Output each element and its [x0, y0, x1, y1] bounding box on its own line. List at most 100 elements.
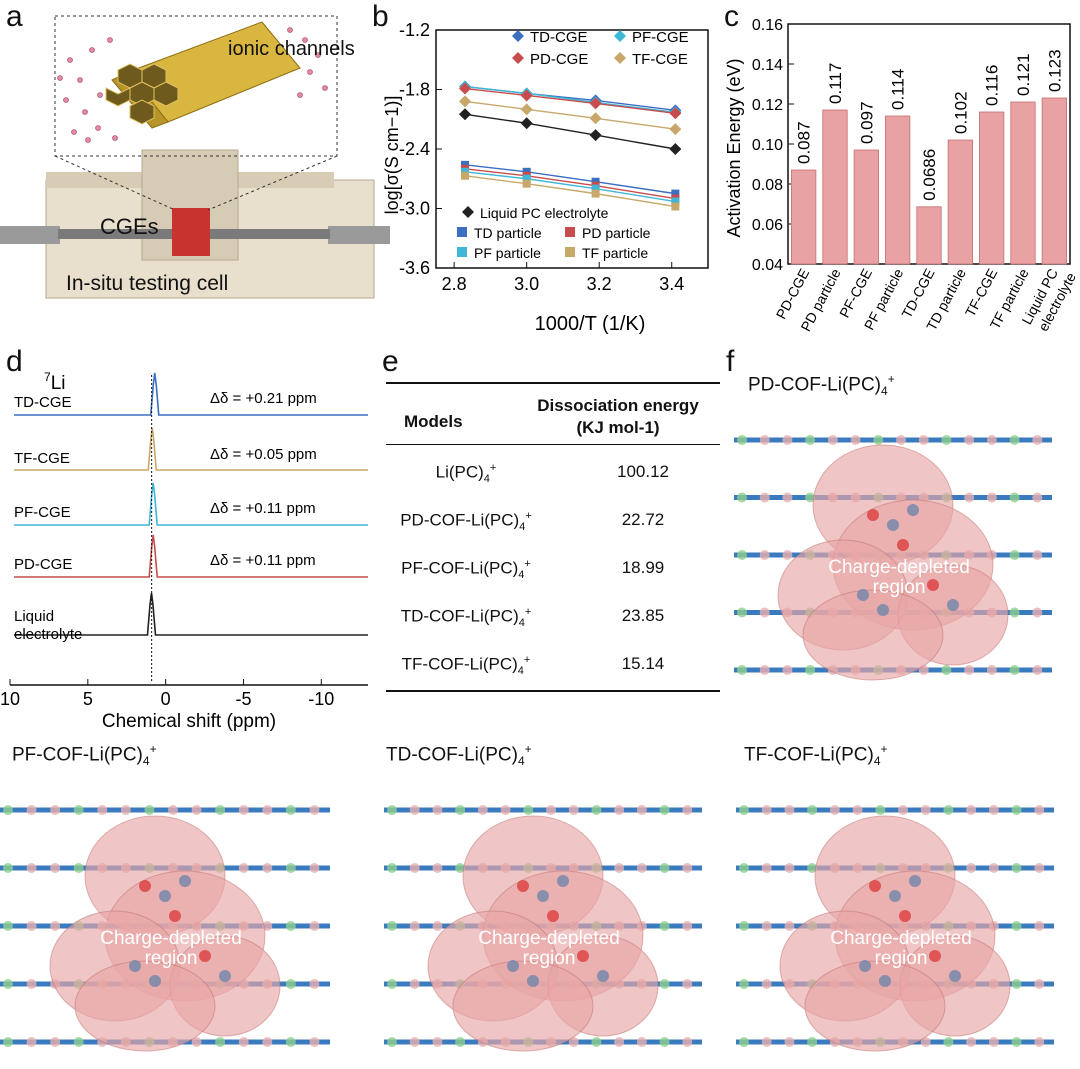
x-tick-label: -10	[308, 689, 334, 709]
atom	[523, 805, 534, 815]
electrode-rod-left	[0, 226, 60, 244]
atom	[737, 607, 747, 618]
atom	[739, 979, 749, 989]
atom	[409, 1037, 420, 1047]
spectrum-line	[14, 427, 368, 471]
atom	[986, 435, 997, 445]
cell-top-left	[46, 172, 146, 188]
ionic-label: ionic channels	[228, 38, 355, 60]
series-line	[464, 168, 676, 200]
atom	[387, 921, 397, 931]
panel-letter-d: d	[6, 345, 23, 378]
x-tick-label: 3.0	[514, 274, 539, 294]
legend-label: Liquid PC electrolyte	[480, 205, 609, 221]
atom	[591, 1037, 602, 1047]
molecule-atom	[907, 504, 919, 516]
atom	[784, 863, 795, 873]
bar-value-label: 0.117	[826, 63, 845, 104]
data-point	[671, 189, 680, 198]
atom	[1034, 921, 1045, 931]
atom	[73, 805, 84, 815]
panel-letter-b: b	[372, 0, 389, 33]
atom	[784, 921, 795, 931]
dissociation-energy-table: Models Dissociation energy (KJ mol-1) Li…	[386, 382, 720, 694]
atom	[659, 863, 670, 873]
atom	[50, 863, 61, 873]
header-energy-unit: (KJ mol-1)	[576, 418, 660, 437]
atom	[614, 805, 625, 815]
molecule-atom	[557, 875, 569, 887]
atom	[737, 550, 747, 560]
x-axis-label: 1000/T (1/K)	[535, 313, 646, 335]
series-line	[464, 85, 676, 114]
atom	[73, 1037, 84, 1047]
atom	[682, 921, 693, 931]
atom	[739, 1037, 749, 1047]
atom	[759, 550, 770, 560]
atom	[285, 1037, 296, 1047]
x-tick-label: 5	[83, 689, 93, 709]
x-tick-label: 2.8	[442, 274, 467, 294]
table-bottom-rule	[386, 690, 720, 692]
atom	[1011, 921, 1022, 931]
atom	[262, 805, 273, 815]
shift-label: Δδ = +0.11 ppm	[210, 500, 316, 517]
atom	[805, 492, 816, 503]
data-point	[459, 95, 472, 108]
panel-letter-a: a	[6, 0, 23, 33]
spectrum-line	[14, 482, 368, 526]
energy-cell: 23.85	[621, 606, 665, 625]
atom	[739, 921, 749, 931]
molecule-atom	[899, 910, 911, 922]
model-base: TF-COF-Li(PC)	[401, 654, 518, 674]
charge-cloud	[74, 960, 216, 1052]
series-line	[464, 87, 676, 114]
molecule-atom	[857, 589, 869, 601]
molecule-atom	[909, 875, 921, 887]
electrode-rod-right	[328, 226, 390, 244]
atom	[941, 435, 952, 445]
atom	[26, 979, 37, 989]
panel-letter-c: c	[724, 0, 739, 33]
atom	[144, 805, 155, 815]
atom	[3, 805, 13, 815]
atom	[568, 1037, 579, 1047]
legend-marker	[614, 52, 626, 64]
testing-cell-illustration: ionic channels CGEs In-situ testing cell	[0, 15, 390, 299]
legend-marker	[614, 30, 626, 42]
spectrum-line	[14, 534, 368, 578]
molecule-atom	[929, 950, 941, 962]
atom	[782, 665, 793, 675]
atom	[1011, 1037, 1022, 1047]
y-tick-label: 0.12	[752, 97, 783, 114]
atom	[807, 863, 818, 873]
atom	[898, 805, 908, 815]
atom	[659, 805, 670, 815]
molecule-atom	[169, 910, 181, 922]
y-tick-label: 0.06	[752, 217, 783, 234]
atom	[591, 805, 602, 815]
atom	[309, 1037, 320, 1047]
legend-label: PF-CGE	[632, 29, 689, 46]
table-top-rule	[386, 382, 720, 384]
molecule-atom	[927, 579, 939, 591]
atom	[1032, 492, 1043, 503]
header-energy: Dissociation energy	[537, 396, 699, 415]
atom	[614, 1037, 625, 1047]
bar	[979, 111, 1005, 265]
atom	[739, 863, 749, 873]
legend-marker	[462, 206, 474, 218]
atom	[50, 921, 61, 931]
model-cell: PD-COF-Li(PC)4+	[386, 510, 546, 533]
molecule-atom	[537, 890, 549, 902]
atom	[262, 863, 273, 873]
atom	[455, 863, 466, 873]
atom	[50, 1037, 61, 1047]
activation-energy-chart: Activation Energy (eV) 0.040.060.080.100…	[724, 17, 1079, 334]
data-point	[591, 184, 600, 193]
nucleus-label: 7Li	[44, 370, 65, 394]
atom	[782, 550, 793, 560]
cell-label: In-situ testing cell	[66, 272, 228, 295]
